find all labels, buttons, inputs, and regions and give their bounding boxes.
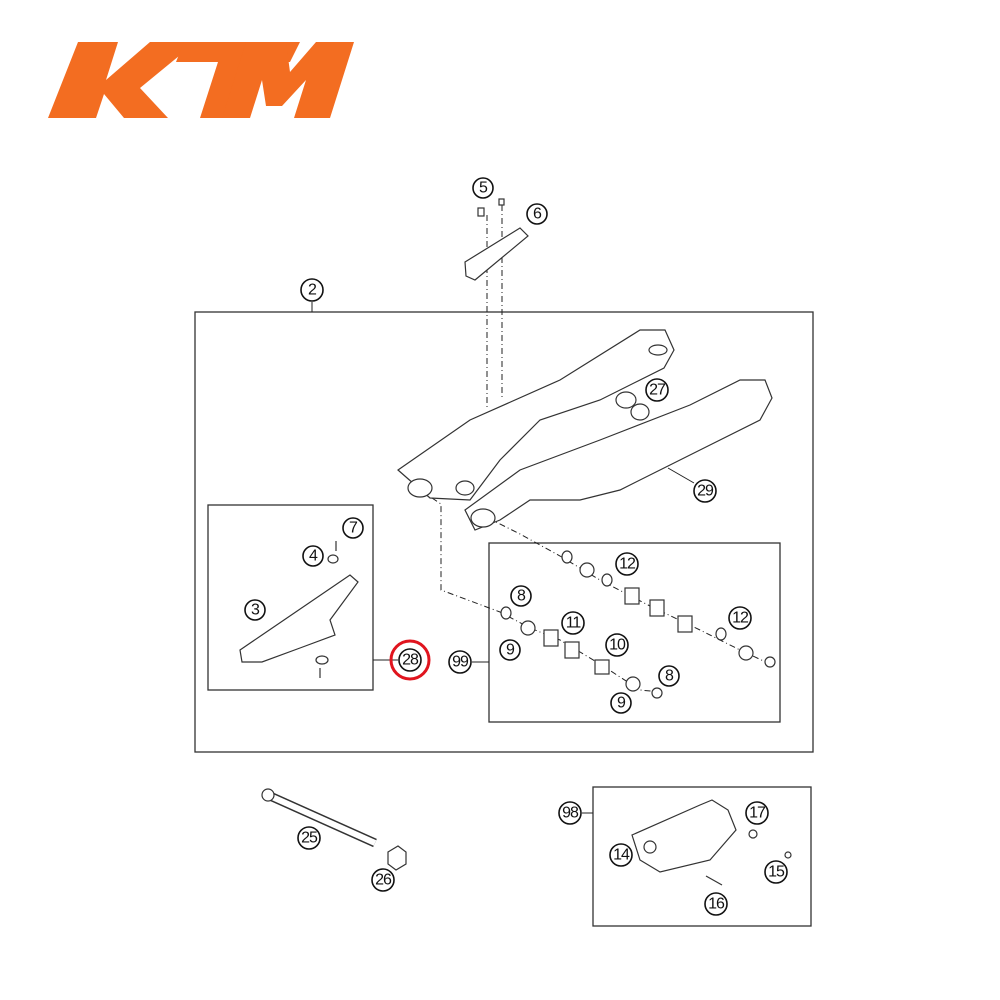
svg-text:29: 29 bbox=[697, 483, 714, 500]
callout-14[interactable]: 14 bbox=[609, 843, 633, 867]
callout-2[interactable]: 2 bbox=[300, 278, 324, 302]
svg-text:6: 6 bbox=[533, 206, 542, 223]
svg-text:14: 14 bbox=[613, 847, 630, 864]
svg-text:12: 12 bbox=[732, 610, 749, 627]
callout-12-top[interactable]: 12 bbox=[615, 552, 639, 576]
svg-text:9: 9 bbox=[617, 695, 626, 712]
ktm-logo bbox=[48, 42, 354, 118]
svg-text:17: 17 bbox=[749, 805, 766, 822]
callout-8-right[interactable]: 8 bbox=[658, 665, 680, 687]
callout-16[interactable]: 16 bbox=[704, 892, 728, 916]
svg-text:16: 16 bbox=[708, 896, 725, 913]
svg-text:5: 5 bbox=[479, 180, 488, 197]
callout-98[interactable]: 98 bbox=[558, 801, 582, 825]
svg-text:15: 15 bbox=[768, 864, 785, 881]
swingarm-axle bbox=[261, 788, 407, 871]
svg-text:26: 26 bbox=[375, 872, 392, 889]
callout-8-left[interactable]: 8 bbox=[510, 585, 532, 607]
svg-text:9: 9 bbox=[506, 642, 515, 659]
callout-29[interactable]: 29 bbox=[693, 479, 717, 503]
callout-3[interactable]: 3 bbox=[244, 599, 266, 621]
svg-text:8: 8 bbox=[665, 668, 674, 685]
callout-5[interactable]: 5 bbox=[472, 177, 494, 199]
callout-99[interactable]: 99 bbox=[448, 650, 472, 674]
chain-slider-box bbox=[207, 504, 374, 691]
chain-slider bbox=[239, 541, 359, 678]
callout-26[interactable]: 26 bbox=[371, 868, 395, 892]
svg-text:25: 25 bbox=[301, 830, 318, 847]
callout-10[interactable]: 10 bbox=[605, 633, 629, 657]
svg-text:28: 28 bbox=[402, 652, 419, 669]
swingarm-assembly-box bbox=[194, 311, 814, 753]
svg-text:11: 11 bbox=[566, 615, 582, 632]
svg-text:2: 2 bbox=[308, 282, 317, 299]
bearing-parts bbox=[500, 550, 776, 699]
svg-text:10: 10 bbox=[609, 637, 626, 654]
callout-27[interactable]: 27 bbox=[645, 378, 669, 402]
svg-text:99: 99 bbox=[452, 654, 469, 671]
svg-text:12: 12 bbox=[619, 556, 636, 573]
callout-11[interactable]: 11 bbox=[561, 611, 585, 635]
swingarm bbox=[397, 329, 773, 531]
callout-12-right[interactable]: 12 bbox=[728, 606, 752, 630]
chain-slider-top bbox=[464, 198, 529, 281]
callout-7[interactable]: 7 bbox=[342, 517, 364, 539]
callout-9-right[interactable]: 9 bbox=[610, 692, 632, 714]
callout-4[interactable]: 4 bbox=[302, 545, 324, 567]
svg-text:27: 27 bbox=[649, 382, 666, 399]
callout-28-highlighted[interactable]: 28 bbox=[389, 639, 431, 681]
callout-17[interactable]: 17 bbox=[745, 801, 769, 825]
svg-text:4: 4 bbox=[309, 548, 318, 565]
svg-text:7: 7 bbox=[349, 520, 358, 537]
callout-25[interactable]: 25 bbox=[297, 826, 321, 850]
chain-guide-box bbox=[592, 786, 812, 927]
chain-guide bbox=[631, 799, 792, 886]
svg-text:3: 3 bbox=[251, 602, 260, 619]
bearing-kit-box bbox=[488, 542, 781, 723]
svg-text:98: 98 bbox=[562, 805, 579, 822]
svg-text:8: 8 bbox=[517, 588, 526, 605]
callout-6[interactable]: 6 bbox=[526, 203, 548, 225]
callout-9-left[interactable]: 9 bbox=[499, 639, 521, 661]
callout-15[interactable]: 15 bbox=[764, 860, 788, 884]
